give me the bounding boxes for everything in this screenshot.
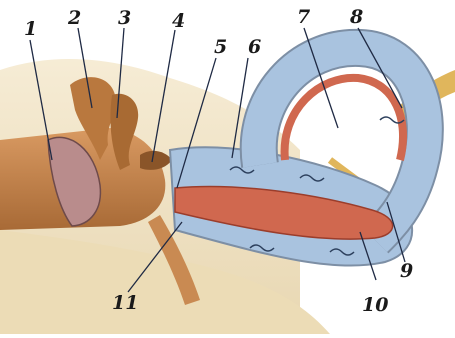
label-4: 4	[172, 12, 185, 31]
label-6: 6	[248, 38, 261, 57]
label-5: 5	[214, 38, 227, 57]
label-1: 1	[24, 20, 37, 39]
label-10: 10	[362, 296, 388, 315]
label-7: 7	[297, 8, 310, 27]
label-9: 9	[400, 262, 413, 281]
label-2: 2	[68, 9, 81, 28]
cochlear-duct-spiral	[285, 78, 403, 160]
label-8: 8	[350, 8, 363, 27]
label-3: 3	[118, 9, 131, 28]
label-11: 11	[112, 294, 138, 313]
